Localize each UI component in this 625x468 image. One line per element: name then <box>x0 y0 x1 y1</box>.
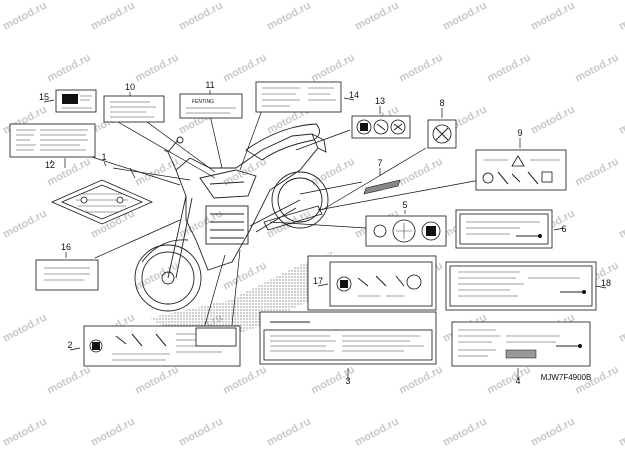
watermark-text: motod.ru <box>353 416 401 449</box>
label-8 <box>427 119 457 149</box>
watermark-text: motod.ru <box>441 416 489 449</box>
watermark-text: motod.ru <box>221 364 269 397</box>
callout-number-4: 4 <box>515 376 520 386</box>
watermark-text: motod.ru <box>617 104 625 137</box>
watermark-text: motod.ru <box>529 104 577 137</box>
callout-number-16: 16 <box>61 242 71 252</box>
watermark-text: motod.ru <box>353 0 401 33</box>
label-15 <box>55 89 97 113</box>
label-9 <box>475 149 567 191</box>
label-5 <box>365 215 447 247</box>
callout-number-1: 1 <box>101 152 106 162</box>
callout-leader-18 <box>595 285 607 289</box>
watermark-text: motod.ru <box>617 208 625 241</box>
watermark-text: motod.ru <box>1 416 49 449</box>
callout-leader-12 <box>49 159 53 165</box>
label-4 <box>451 321 591 367</box>
label-1 <box>51 179 153 225</box>
watermark-text: motod.ru <box>265 416 313 449</box>
label-12 <box>9 123 96 158</box>
watermark-text: motod.ru <box>45 52 93 85</box>
callout-number-7: 7 <box>377 158 382 168</box>
callout-leader-17 <box>317 283 329 287</box>
watermark-text: motod.ru <box>221 52 269 85</box>
callout-leader-6 <box>553 227 565 231</box>
watermark-text: motod.ru <box>1 0 49 33</box>
callout-number-17: 17 <box>313 276 323 286</box>
watermark-text: motod.ru <box>309 156 357 189</box>
label-10 <box>103 95 165 123</box>
label-13 <box>351 115 411 139</box>
callout-leader-2 <box>69 347 81 351</box>
callout-number-8: 8 <box>439 98 444 108</box>
callout-number-13: 13 <box>375 96 385 106</box>
watermark-text: motod.ru <box>617 312 625 345</box>
watermark-text: motod.ru <box>177 416 225 449</box>
watermark-text: motod.ru <box>133 52 181 85</box>
watermark-text: motod.ru <box>397 52 445 85</box>
watermark-text: motod.ru <box>617 416 625 449</box>
callout-number-12: 12 <box>45 160 55 170</box>
watermark-text: motod.ru <box>1 208 49 241</box>
label-18 <box>445 261 597 311</box>
watermark-text: motod.ru <box>485 364 533 397</box>
label-6 <box>455 209 553 249</box>
watermark-text: motod.ru <box>265 0 313 33</box>
callout-number-18: 18 <box>601 278 611 288</box>
label-11: FENTING <box>179 93 243 119</box>
callout-number-5: 5 <box>402 200 407 210</box>
watermark-text: motod.ru <box>89 416 137 449</box>
label-3 <box>259 311 437 365</box>
callout-leader-14 <box>343 97 355 101</box>
leader-lines <box>64 104 481 326</box>
label-2 <box>83 325 241 367</box>
label-14 <box>255 81 342 113</box>
label-7 <box>363 179 401 195</box>
drawing-code: MJW7F4900B <box>541 373 592 382</box>
callout-leader-15 <box>43 99 55 103</box>
watermark-text: motod.ru <box>573 156 621 189</box>
watermark-text: motod.ru <box>397 364 445 397</box>
callout-number-11: 11 <box>205 80 214 90</box>
callout-number-9: 9 <box>517 128 522 138</box>
watermark-text: motod.ru <box>529 0 577 33</box>
watermark-text: motod.ru <box>573 52 621 85</box>
watermark-text: motod.ru <box>45 364 93 397</box>
callout-number-14: 14 <box>349 90 359 100</box>
motorcycle-illustration <box>134 123 335 345</box>
label-17 <box>307 255 437 311</box>
callout-number-3: 3 <box>345 376 350 386</box>
watermark-text: motod.ru <box>617 0 625 33</box>
watermark-text: motod.ru <box>485 52 533 85</box>
callout-number-15: 15 <box>39 92 49 102</box>
label-16 <box>35 259 99 291</box>
callout-number-2: 2 <box>67 340 72 350</box>
watermark-text: motod.ru <box>1 312 49 345</box>
watermark-text: motod.ru <box>441 0 489 33</box>
watermark-text: motod.ru <box>133 364 181 397</box>
watermark-text: motod.ru <box>529 416 577 449</box>
watermark-text: motod.ru <box>309 52 357 85</box>
watermark-text: motod.ru <box>177 0 225 33</box>
watermark-text: motod.ru <box>89 0 137 33</box>
callout-number-6: 6 <box>561 224 566 234</box>
label-11-heading: FENTING <box>192 99 214 105</box>
callout-number-10: 10 <box>125 82 135 92</box>
callout-leader-1 <box>103 161 107 167</box>
